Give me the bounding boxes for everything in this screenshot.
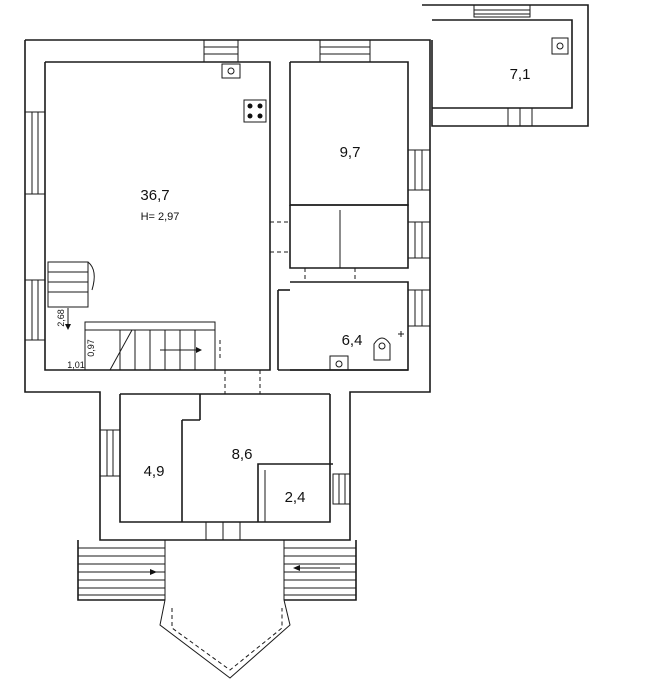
room-area-label: 4,9 (144, 463, 165, 480)
dimension-labels: 2,68 0,97 1,01 (56, 309, 96, 370)
annex-walls (422, 4, 589, 127)
room-height-label: H= 2,97 (141, 211, 180, 223)
stair-landing-dimension: 1,01 (67, 360, 85, 370)
windows (24, 39, 431, 541)
exterior-walls (24, 39, 431, 541)
doors (219, 221, 356, 394)
entrance-porch (77, 540, 357, 679)
room-area-label: 7,1 (510, 66, 531, 83)
room-area-label: 6,4 (342, 332, 363, 349)
room-area-label: 2,4 (285, 489, 306, 506)
room-area-label: 36,7 (140, 187, 169, 204)
stair-width-dimension: 0,97 (86, 339, 96, 357)
room-area-label: 9,7 (340, 144, 361, 161)
fixtures (221, 37, 569, 371)
stair-length-dimension: 2,68 (56, 309, 66, 327)
room-labels: 36,7 H= 2,97 9,7 7,1 6,4 4,9 8,6 2,4 (140, 66, 530, 506)
room-area-label: 8,6 (232, 446, 253, 463)
interior-stair (47, 261, 216, 371)
